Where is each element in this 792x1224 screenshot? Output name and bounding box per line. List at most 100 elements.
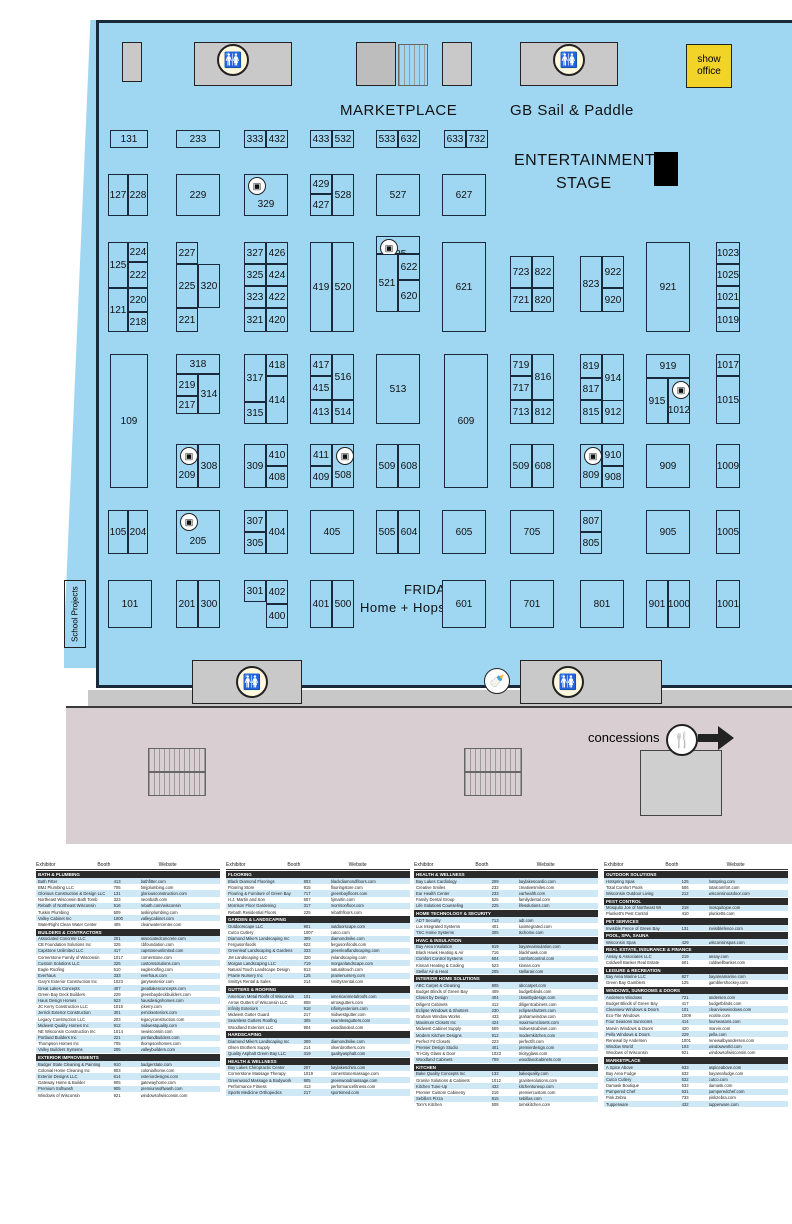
website-link[interactable]: hausdesignhomes.com <box>140 997 184 1003</box>
booth-205[interactable]: 205▣ <box>176 510 220 554</box>
booth-418[interactable]: 418 <box>266 354 288 376</box>
booth-521[interactable]: 521 <box>376 254 398 312</box>
booth-224[interactable]: 224 <box>128 242 148 262</box>
booth-516[interactable]: 516 <box>332 354 354 400</box>
booth-527[interactable]: 527 <box>376 174 420 216</box>
website-link[interactable]: cleanwatercenter.com <box>140 921 182 927</box>
booth-325[interactable]: 325 <box>244 264 266 286</box>
website-link[interactable]: hjmartin.com <box>330 897 355 903</box>
website-link[interactable]: midwestquality.com <box>140 1022 177 1028</box>
website-link[interactable]: diamondmike.com <box>330 936 365 942</box>
website-link[interactable]: creativesmiles.com <box>518 884 555 890</box>
booth-901[interactable]: 901 <box>646 580 668 628</box>
booth-222[interactable]: 222 <box>128 262 148 288</box>
booth-414[interactable]: 414 <box>266 376 288 424</box>
info-station-icon[interactable]: ▣ <box>672 381 690 399</box>
restroom-icon[interactable]: 🚻 <box>553 44 585 76</box>
website-link[interactable]: rebathfloors.com <box>330 909 362 915</box>
booth-317[interactable]: 317 <box>244 354 266 402</box>
booth-201[interactable]: 201 <box>176 580 198 628</box>
booth-320[interactable]: 320 <box>198 264 220 308</box>
booth-229[interactable]: 229 <box>176 174 220 216</box>
booth-620[interactable]: 620 <box>398 280 420 312</box>
website-link[interactable]: thompsonhomes.com <box>140 1041 181 1047</box>
restroom-icon[interactable]: 🚻 <box>217 44 249 76</box>
booth-333[interactable]: 333 <box>244 130 266 148</box>
booth-109[interactable]: 109 <box>110 354 148 488</box>
lactation-room-icon[interactable]: 🍼 <box>484 668 510 694</box>
booth-823[interactable]: 823 <box>580 256 602 312</box>
website-link[interactable]: qualityasphalt.com <box>330 1051 366 1057</box>
booth-329[interactable]: 329▣ <box>244 174 288 216</box>
website-link[interactable]: pamperedchef.com <box>708 1089 745 1095</box>
booth-1023[interactable]: 1023 <box>716 242 740 264</box>
booth-404[interactable]: 404 <box>266 510 288 554</box>
booth-922[interactable]: 922 <box>602 256 624 288</box>
booth-409[interactable]: 409 <box>310 466 332 488</box>
booth-910[interactable]: 910 <box>602 444 624 466</box>
website-link[interactable]: maximumclosets.com <box>518 1020 559 1026</box>
booth-919[interactable]: 919 <box>646 354 690 378</box>
website-link[interactable]: americanmetalroofs.com <box>330 993 377 999</box>
website-link[interactable]: cbfoundation.com <box>140 942 174 948</box>
website-link[interactable]: jerrickexteriors.com <box>140 1010 177 1016</box>
website-link[interactable]: valleybuilders.com <box>140 1047 176 1053</box>
booth-807[interactable]: 807 <box>580 510 602 532</box>
booth-209[interactable]: 209▣ <box>176 444 198 488</box>
booth-307[interactable]: 307 <box>244 510 266 532</box>
website-link[interactable]: customsolutions.com <box>140 960 180 966</box>
show-office[interactable]: show office <box>686 44 732 88</box>
booth-622[interactable]: 622 <box>398 254 420 280</box>
website-link[interactable]: gamblershockey.com <box>708 980 748 986</box>
website-link[interactable]: colonialhome.com <box>140 1067 175 1073</box>
website-link[interactable]: aspiceabove.com <box>708 1064 742 1070</box>
website-link[interactable]: woodlandcabinets.com <box>518 1057 562 1063</box>
booth-420[interactable]: 420 <box>266 308 288 332</box>
booth-228[interactable]: 228 <box>128 174 148 216</box>
booth-809[interactable]: 809▣ <box>580 444 602 488</box>
booth-400[interactable]: 400 <box>266 604 288 628</box>
website-link[interactable]: diamondmike.com <box>330 1038 365 1044</box>
booth-125[interactable]: 125 <box>108 242 128 288</box>
website-link[interactable]: blackhawk.com <box>518 950 548 956</box>
booth-1025[interactable]: 1025 <box>716 264 740 286</box>
restroom-icon[interactable]: 🚻 <box>236 666 268 698</box>
booth-424[interactable]: 424 <box>266 264 288 286</box>
booth-820[interactable]: 820 <box>532 288 554 312</box>
website-link[interactable]: modernkitchen.com <box>518 1032 556 1038</box>
website-link[interactable]: damask.com <box>708 1083 733 1089</box>
booth-127[interactable]: 127 <box>108 174 128 216</box>
website-link[interactable]: granitesolutions.com <box>518 1077 557 1083</box>
booth-909[interactable]: 909 <box>646 444 690 488</box>
booth-429[interactable]: 429 <box>310 174 332 194</box>
website-link[interactable]: badgerstate.com <box>140 1061 172 1067</box>
booth-705[interactable]: 705 <box>510 510 554 554</box>
booth-422[interactable]: 422 <box>266 286 288 308</box>
website-link[interactable]: tschome.com <box>518 929 544 935</box>
website-link[interactable]: baylakeschiro.com <box>330 1065 366 1071</box>
website-link[interactable]: greenleaflandscaping.com <box>330 948 380 954</box>
booth-1012[interactable]: 1012▣ <box>668 378 690 424</box>
booth-305[interactable]: 305 <box>244 532 266 554</box>
website-link[interactable]: prairienursery.com <box>330 973 365 979</box>
website-link[interactable]: portlandbuilders.com <box>140 1035 180 1041</box>
website-link[interactable]: cornerstonemassage.com <box>330 1071 379 1077</box>
website-link[interactable]: totalcomfort.com <box>708 884 740 890</box>
website-link[interactable]: coldwellbanker.com <box>708 960 746 966</box>
website-link[interactable]: capstoneunlimited.com <box>140 948 184 954</box>
concessions-label[interactable]: concessions <box>588 730 660 745</box>
booth-905[interactable]: 905 <box>646 510 690 554</box>
booth-528[interactable]: 528 <box>332 174 354 216</box>
website-link[interactable]: premiumsoftwash.com <box>140 1086 183 1092</box>
booth-921[interactable]: 921 <box>646 242 690 332</box>
school-projects[interactable]: School Projects <box>64 580 86 648</box>
website-link[interactable]: mosquitojoe.com <box>708 905 741 911</box>
booth-817[interactable]: 817 <box>580 378 602 400</box>
booth-605[interactable]: 605 <box>442 510 486 554</box>
website-link[interactable]: smittysrental.com <box>330 979 364 985</box>
website-link[interactable]: newisconsin.com <box>140 1028 173 1034</box>
booth-323[interactable]: 323 <box>244 286 266 308</box>
website-link[interactable]: budgetblinds.com <box>518 989 552 995</box>
info-station-icon[interactable]: ▣ <box>248 177 266 195</box>
booth-513[interactable]: 513 <box>376 354 420 424</box>
